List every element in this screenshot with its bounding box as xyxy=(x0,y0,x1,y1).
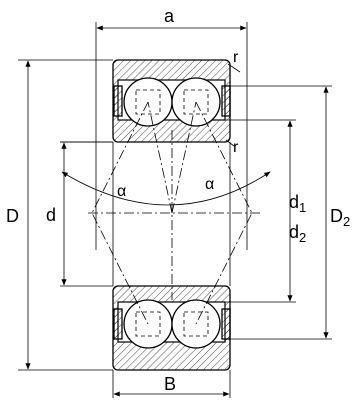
leader-r-top xyxy=(227,63,241,73)
lower-section xyxy=(112,285,231,371)
label-a: a xyxy=(164,6,175,26)
label-r-top: r xyxy=(233,49,239,66)
upper-section xyxy=(112,59,231,143)
alpha-right-label: α xyxy=(205,176,214,193)
lower-seal-left xyxy=(113,308,123,340)
label-D2: D2 xyxy=(330,206,350,229)
label-D: D xyxy=(6,206,19,226)
upper-seal-right xyxy=(221,85,231,117)
label-r-mid: r xyxy=(233,139,239,156)
label-d1: d1 xyxy=(289,192,306,215)
alpha-left-label: α xyxy=(117,183,126,200)
label-d: d xyxy=(46,205,56,225)
upper-ball-right-center xyxy=(183,89,209,115)
upper-seal-left xyxy=(113,85,123,117)
label-B: B xyxy=(164,374,176,394)
lower-ball-right-center xyxy=(183,311,209,337)
lower-seal-right xyxy=(221,308,231,340)
upper-ball-left-center xyxy=(135,89,161,115)
lower-ball-left-center xyxy=(135,311,161,337)
angle-arc xyxy=(61,171,271,206)
leader-r-mid xyxy=(225,139,235,147)
label-d2: d2 xyxy=(289,222,306,245)
